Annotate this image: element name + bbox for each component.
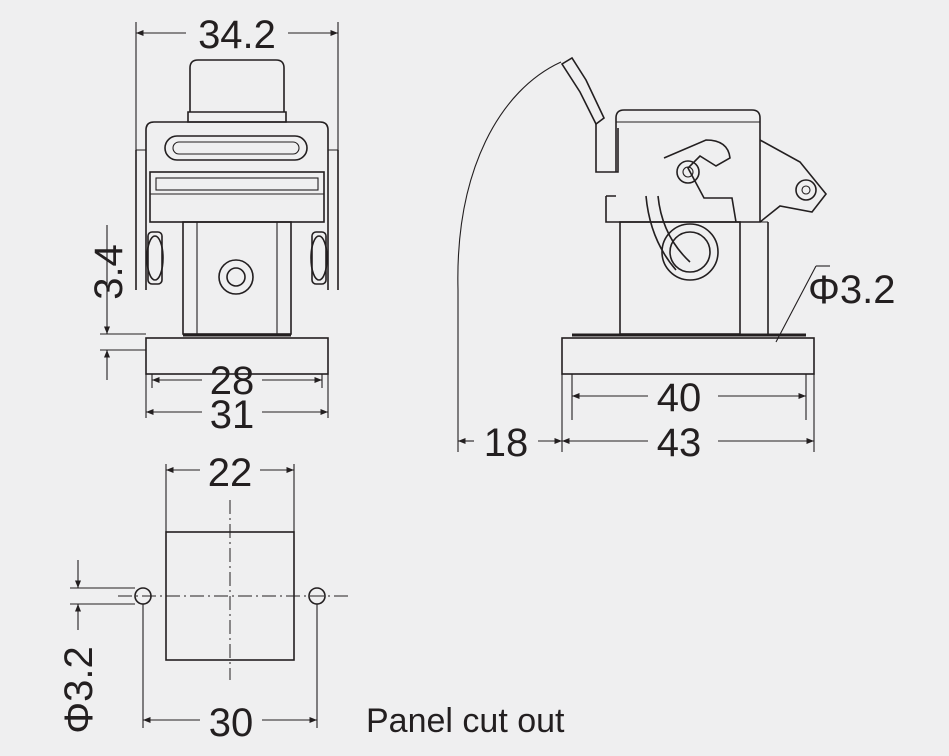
front-view: 34.2 3.4 28 31 [87,13,339,437]
cutout-hole-label: Φ3.2 [57,646,101,734]
front-screw [218,259,254,295]
dim-18-label: 18 [484,421,529,465]
side-upper-housing [615,109,761,223]
side-pivot-knob [661,223,719,281]
dim-40-label: 40 [657,376,702,420]
front-slot [164,135,308,161]
dim-30-label: 30 [209,701,254,745]
front-top-cap [189,59,285,112]
dim-28-label: 28 [210,359,255,403]
panel-cutout-view: 22 30 Φ3.2 Panel cut out [57,451,565,745]
dim-22-label: 22 [208,451,253,495]
side-cam [663,139,737,223]
side-lever [560,56,606,126]
dim-3-4-label: 3.4 [87,244,131,300]
panel-cut-out-caption: Panel cut out [366,702,565,740]
front-right-knob [310,231,328,285]
side-hole-leader [775,265,817,343]
dim-31-label: 31 [210,393,255,437]
front-base [145,337,329,375]
lever-swing-arc [457,61,562,452]
dim-43-label: 43 [657,421,702,465]
front-middle-band [149,171,325,223]
front-body [182,221,292,335]
side-base [561,337,815,375]
front-left-knob [146,231,164,285]
dim-34-2-label: 34.2 [198,13,276,57]
side-rear-latch [759,139,828,223]
side-view: Φ3.2 40 43 18 [457,56,896,465]
side-hole-label: Φ3.2 [808,268,896,312]
